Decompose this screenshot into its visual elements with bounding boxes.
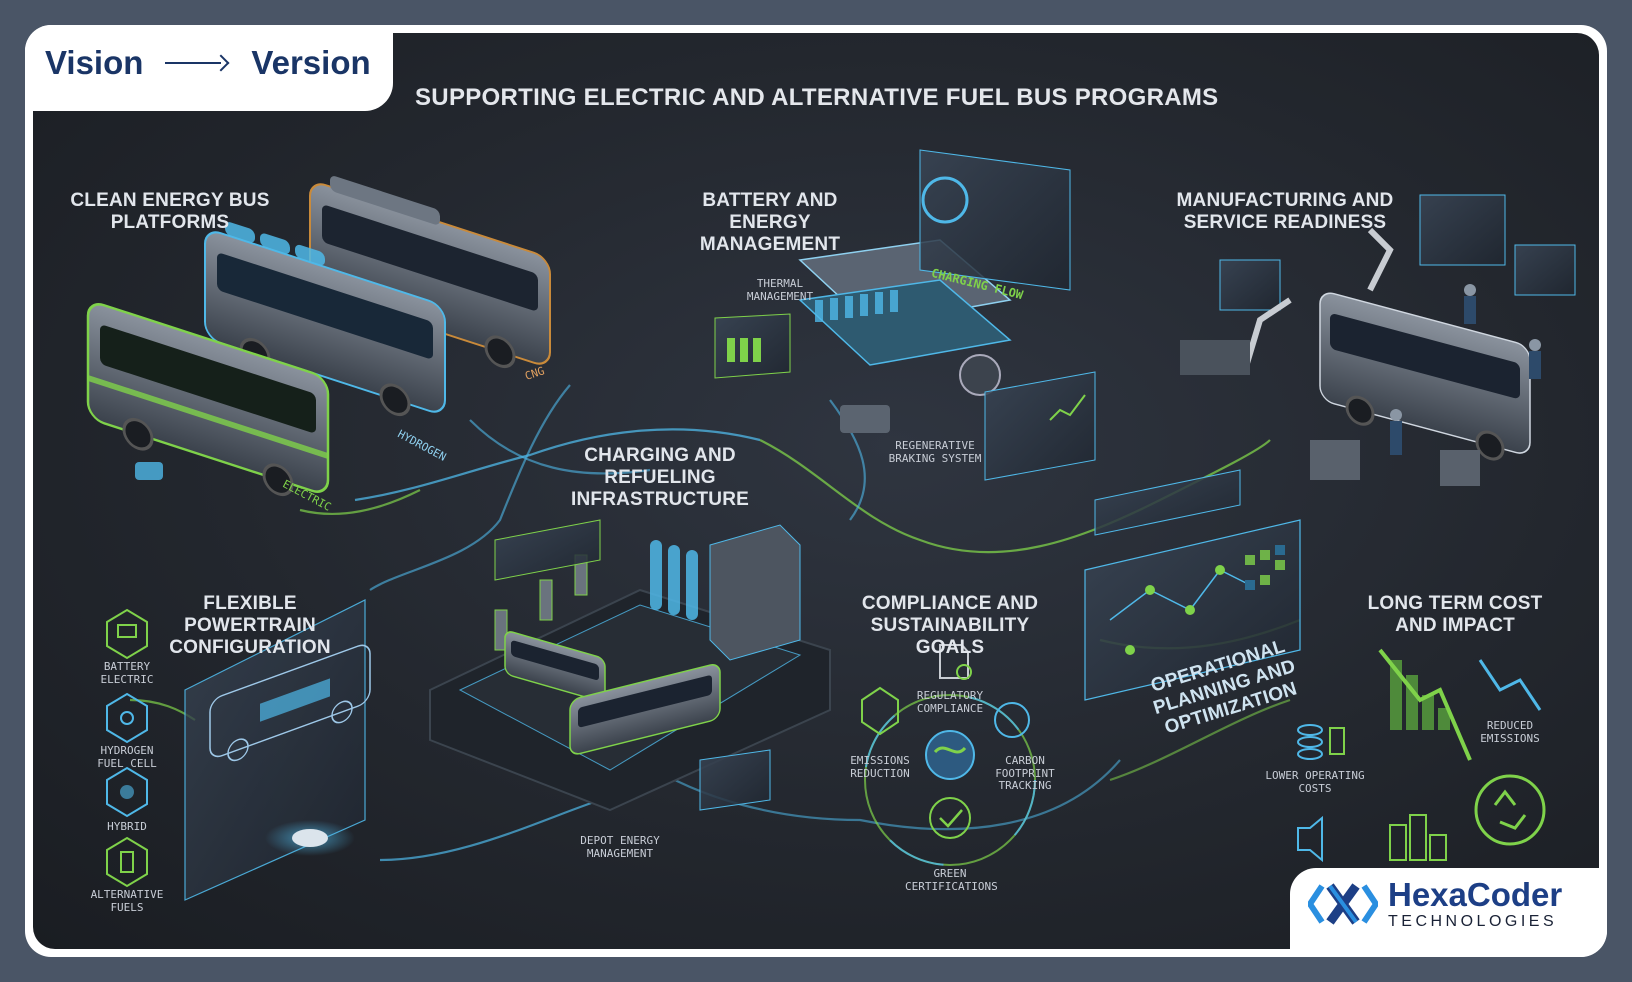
charging-depot-group — [429, 519, 831, 812]
logo-sub: TECHNOLOGIES — [1388, 913, 1558, 930]
page-title: SUPPORTING ELECTRIC AND ALTERNATIVE FUEL… — [415, 84, 1219, 111]
long-term-group — [1297, 648, 1546, 863]
logo-brand: HexaCoder — [1388, 876, 1563, 913]
manufacturing-group — [1180, 194, 1576, 486]
powertrain-item-battery-electric: BATTERY ELECTRIC — [100, 660, 154, 686]
powertrain-item-hydrogen: HYDROGEN FUEL CELL — [97, 744, 157, 770]
battery-pack-group — [714, 149, 1096, 481]
heading-clean-energy: CLEAN ENERGY BUS PLATFORMS — [70, 190, 270, 233]
compliance-item-regulatory: REGULATORY COMPLIANCE — [916, 689, 984, 715]
powertrain-group — [106, 599, 371, 901]
compliance-group — [861, 644, 1036, 866]
heading-compliance: COMPLIANCE AND SUSTAINABILITY GOALS — [861, 593, 1039, 658]
vision-label: Vision — [45, 44, 144, 81]
compliance-item-emissions: EMISSIONS REDUCTION — [850, 754, 910, 780]
battery-thermal-label: THERMAL MANAGEMENT — [746, 277, 814, 303]
heading-manufacturing: MANUFACTURING AND SERVICE READINESS — [1176, 190, 1394, 233]
powertrain-item-hybrid: HYBRID — [107, 820, 147, 833]
compliance-item-green-cert: GREEN CERTIFICATIONS — [905, 867, 998, 893]
long-term-item-emissions: REDUCED EMISSIONS — [1480, 719, 1540, 745]
heading-charging: CHARGING AND REFUELING INFRASTRUCTURE — [570, 445, 749, 510]
operational-planning-group — [1084, 469, 1301, 701]
logo-tab — [1290, 868, 1607, 957]
clean-energy-bus-group — [86, 176, 551, 497]
long-term-item-costs: LOWER OPERATING COSTS — [1265, 769, 1365, 795]
vision-version-heading: Vision Version — [45, 44, 371, 82]
company-logo: HexaCoder TECHNOLOGIES — [1308, 876, 1562, 932]
battery-regen-label: REGENERATIVE BRAKING SYSTEM — [888, 439, 982, 465]
hexacoder-logo-icon — [1308, 883, 1378, 925]
arrow-right-icon — [165, 56, 229, 70]
compliance-item-carbon: CARBON FOOTPRINT TRACKING — [995, 754, 1055, 793]
powertrain-item-alternative-fuels: ALTERNATIVE FUELS — [90, 888, 164, 914]
version-label: Version — [251, 44, 371, 81]
heading-powertrain: FLEXIBLE POWERTRAIN CONFIGURATION — [169, 593, 331, 658]
depot-energy-label: DEPOT ENERGY MANAGEMENT — [580, 834, 660, 860]
heading-battery: BATTERY AND ENERGY MANAGEMENT — [699, 190, 841, 255]
logo-text: HexaCoder TECHNOLOGIES — [1388, 877, 1562, 931]
heading-long-term: LONG TERM COST AND IMPACT — [1367, 593, 1543, 636]
